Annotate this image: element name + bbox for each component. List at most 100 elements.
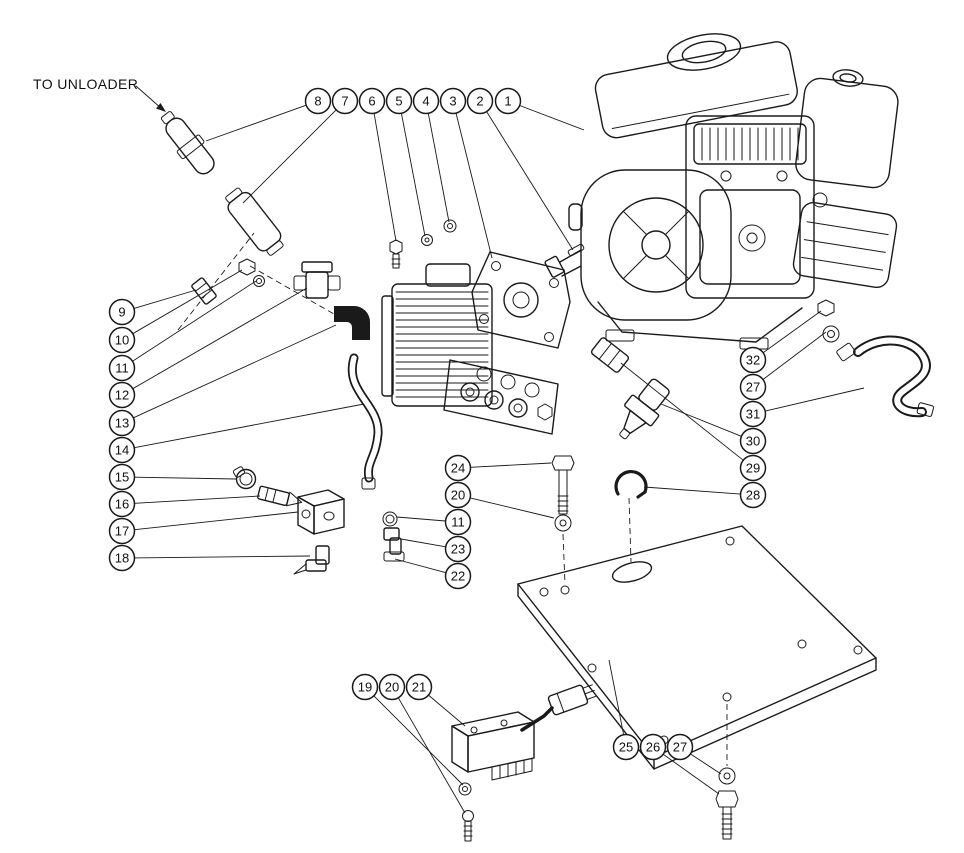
callout-number-29: 29 [746,461,760,476]
callout-20: 20 [378,673,466,814]
callout-29: 29 [620,362,767,482]
leader-line-3 [455,112,493,259]
fuel-cap-icon [666,33,742,71]
callout-number-30: 30 [746,434,760,449]
callout-5: 5 [385,87,426,237]
callout-balloon-7 [331,87,359,115]
leader-line-11 [132,280,257,362]
leader-line-21 [428,694,466,727]
callout-balloon-10 [108,326,136,354]
bypass-hose-drawing [836,335,935,418]
callout-28: 28 [643,481,767,509]
callout-balloon-8 [304,87,332,115]
pump-bolt-drawing [389,239,403,269]
callout-balloon-5 [385,87,413,115]
callout-balloon-26 [639,733,667,761]
leader-line-14 [134,403,365,449]
callout-balloon-4 [412,87,440,115]
callout-number-20: 20 [451,488,465,503]
bottom-bolt-drawing [715,790,739,840]
box-screw-washer-drawing [458,782,472,796]
leader-line-4 [427,113,450,223]
thermal-valve-drawing [619,378,670,440]
callout-8: 8 [205,87,332,142]
box-screw-drawing [462,810,474,842]
callout-number-23: 23 [451,542,465,557]
leader-line-1 [519,105,585,131]
muffler-drawing [792,201,898,289]
callout-number-13: 13 [115,416,129,431]
callout-1: 1 [494,87,585,131]
outlet-fitting-drawing [590,337,630,373]
leader-line-18 [134,555,311,559]
leader-line-20 [470,497,555,519]
callout-number-9: 9 [118,305,125,320]
washer-5-drawing [421,234,433,246]
callout-number-1: 1 [504,94,511,109]
callout-23: 23 [400,535,472,563]
callout-number-4: 4 [422,94,429,109]
callout-2: 2 [466,87,574,251]
leader-line-17 [134,511,299,531]
callout-number-31: 31 [746,407,760,422]
callout-number-26: 26 [646,740,660,755]
callout-balloon-12 [108,381,136,409]
callout-number-10: 10 [115,333,129,348]
callout-balloon-17 [108,517,136,545]
callout-16: 16 [108,490,261,518]
callout-13: 13 [108,324,337,437]
callout-balloon-3 [439,87,467,115]
fuel-tank-drawing [594,41,798,139]
callout-27: 27 [739,331,827,401]
hose-clamp-drawing [232,466,257,490]
leader-line-20 [397,697,466,814]
leader-line-24 [470,462,552,468]
callout-number-28: 28 [746,488,760,503]
callout-balloon-13 [108,409,136,437]
callout-number-12: 12 [115,388,129,403]
nipple-fitting-drawing [191,277,217,305]
leader-line-19 [373,695,464,786]
callout-balloon-21 [405,673,433,701]
callout-31: 31 [739,387,865,428]
shaft-key-drawing [567,243,585,257]
leader-line-31 [765,387,865,412]
callout-balloon-15 [108,463,136,491]
recoil-starter-drawing [568,169,732,321]
small-nut-drawing [253,275,265,287]
leader-line-7 [242,109,337,204]
plate-bolt-drawing [551,455,575,515]
callout-number-20: 20 [385,680,399,695]
callout-balloon-20 [444,481,472,509]
callout-balloon-27 [666,733,694,761]
callout-balloon-27 [739,373,767,401]
callout-balloon-20 [378,673,406,701]
callout-number-32: 32 [746,353,760,368]
callout-17: 17 [108,511,299,545]
callout-balloon-1 [494,87,522,115]
right-washer-drawing [822,325,840,343]
callout-27: 27 [666,733,722,775]
callout-7: 7 [242,87,359,204]
callout-balloon-24 [444,454,472,482]
callout-number-24: 24 [451,461,465,476]
bolt-axis-dashed [562,533,566,585]
callout-balloon-14 [108,436,136,464]
assembly-axis-dashed [177,232,255,331]
callout-balloon-31 [739,400,767,428]
callout-20: 20 [444,481,555,519]
callout-30: 30 [660,403,767,455]
unloader-arrow [135,85,166,112]
elbow-fitting-drawing [334,306,370,340]
leader-line-10 [132,269,243,335]
leader-line-32 [762,310,822,354]
retainer-clip-drawing [614,469,648,499]
callout-18: 18 [108,544,311,572]
leader-line-6 [373,113,397,242]
unloader-label: TO UNLOADER [33,76,138,92]
callout-26: 26 [639,733,720,795]
callout-balloon-11 [444,508,472,536]
callout-balloon-19 [351,673,379,701]
manifold-block-drawing [297,489,345,535]
leader-line-25 [608,659,625,735]
